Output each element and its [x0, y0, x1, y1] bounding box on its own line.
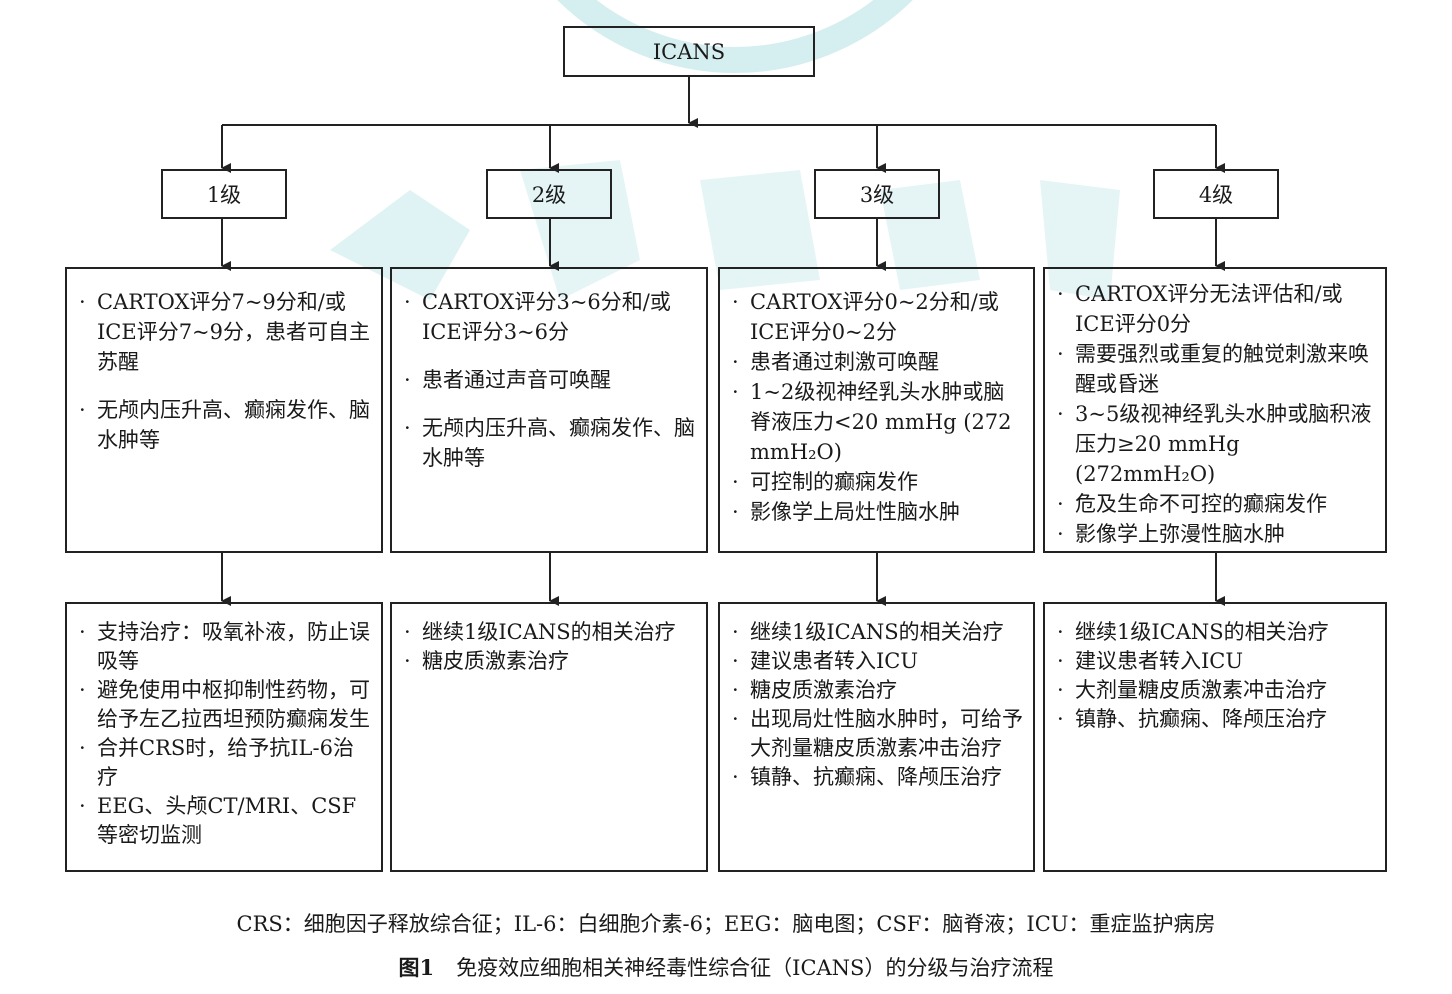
grade-label: 1级	[206, 183, 242, 207]
criteria-item: 患者通过声音可唤醒	[404, 365, 696, 395]
grade-label: 3级	[859, 183, 895, 207]
criteria-item: 1~2级视神经乳头水肿或脑脊液压力<20 mmHg (272 mmH₂O)	[732, 377, 1023, 467]
criteria-box-grade-2: CARTOX评分3~6分和/或ICE评分3~6分 患者通过声音可唤醒 无颅内压升…	[390, 267, 708, 553]
treatment-item: 避免使用中枢抑制性药物，可给予左乙拉西坦预防癫痫发生	[79, 676, 371, 734]
figure-number: 图1	[398, 955, 435, 980]
criteria-item: 3~5级视神经乳头水肿或脑积液压力≥20 mmHg (272mmH₂O)	[1057, 399, 1375, 489]
abbreviation-footnote: CRS：细胞因子释放综合征；IL-6：白细胞介素-6；EEG：脑电图；CSF：脑…	[236, 912, 1216, 936]
treatment-item: 大剂量糖皮质激素冲击治疗	[1057, 676, 1375, 705]
root-node-icans: ICANS	[563, 26, 815, 77]
treatment-box-grade-2: 继续1级ICANS的相关治疗 糖皮质激素治疗	[390, 602, 708, 872]
treatment-item: 镇静、抗癫痫、降颅压治疗	[732, 763, 1023, 792]
grade-node-4: 4级	[1153, 169, 1279, 219]
treatment-item: 建议患者转入ICU	[732, 647, 1023, 676]
criteria-item: 危及生命不可控的癫痫发作	[1057, 489, 1375, 519]
treatment-item: 继续1级ICANS的相关治疗	[732, 618, 1023, 647]
criteria-item: CARTOX评分3~6分和/或ICE评分3~6分	[404, 287, 696, 347]
criteria-item: 患者通过刺激可唤醒	[732, 347, 1023, 377]
figure-caption: 图1 免疫效应细胞相关神经毒性综合征（ICANS）的分级与治疗流程	[0, 952, 1452, 982]
grade-node-1: 1级	[161, 169, 287, 219]
criteria-item: CARTOX评分无法评估和/或ICE评分0分	[1057, 279, 1375, 339]
criteria-box-grade-3: CARTOX评分0~2分和/或ICE评分0~2分 患者通过刺激可唤醒 1~2级视…	[718, 267, 1035, 553]
grade-node-2: 2级	[486, 169, 612, 219]
criteria-item: 无颅内压升高、癫痫发作、脑水肿等	[79, 395, 371, 455]
criteria-item: CARTOX评分0~2分和/或ICE评分0~2分	[732, 287, 1023, 347]
treatment-item: 继续1级ICANS的相关治疗	[404, 618, 696, 647]
criteria-box-grade-4: CARTOX评分无法评估和/或ICE评分0分 需要强烈或重复的触觉刺激来唤醒或昏…	[1043, 267, 1387, 553]
treatment-item: 糖皮质激素治疗	[404, 647, 696, 676]
treatment-item: 糖皮质激素治疗	[732, 676, 1023, 705]
treatment-item: 继续1级ICANS的相关治疗	[1057, 618, 1375, 647]
figure-title: 免疫效应细胞相关神经毒性综合征（ICANS）的分级与治疗流程	[456, 956, 1054, 980]
grade-label: 4级	[1198, 183, 1234, 207]
criteria-item: 可控制的癫痫发作	[732, 467, 1023, 497]
criteria-item: 影像学上弥漫性脑水肿	[1057, 519, 1375, 549]
treatment-box-grade-1: 支持治疗：吸氧补液，防止误吸等 避免使用中枢抑制性药物，可给予左乙拉西坦预防癫痫…	[65, 602, 383, 872]
root-node-label: ICANS	[652, 39, 726, 64]
criteria-item: 影像学上局灶性脑水肿	[732, 497, 1023, 527]
grade-node-3: 3级	[814, 169, 940, 219]
criteria-box-grade-1: CARTOX评分7~9分和/或ICE评分7~9分，患者可自主苏醒 无颅内压升高、…	[65, 267, 383, 553]
treatment-box-grade-4: 继续1级ICANS的相关治疗 建议患者转入ICU 大剂量糖皮质激素冲击治疗 镇静…	[1043, 602, 1387, 872]
treatment-item: 合并CRS时，给予抗IL-6治疗	[79, 734, 371, 792]
criteria-item: 无颅内压升高、癫痫发作、脑水肿等	[404, 413, 696, 473]
criteria-item: CARTOX评分7~9分和/或ICE评分7~9分，患者可自主苏醒	[79, 287, 371, 377]
treatment-item: 镇静、抗癫痫、降颅压治疗	[1057, 705, 1375, 734]
criteria-item: 需要强烈或重复的触觉刺激来唤醒或昏迷	[1057, 339, 1375, 399]
treatment-item: EEG、头颅CT/MRI、CSF等密切监测	[79, 792, 371, 850]
treatment-item: 出现局灶性脑水肿时，可给予大剂量糖皮质激素冲击治疗	[732, 705, 1023, 763]
grade-label: 2级	[531, 183, 567, 207]
treatment-item: 建议患者转入ICU	[1057, 647, 1375, 676]
treatment-item: 支持治疗：吸氧补液，防止误吸等	[79, 618, 371, 676]
treatment-box-grade-3: 继续1级ICANS的相关治疗 建议患者转入ICU 糖皮质激素治疗 出现局灶性脑水…	[718, 602, 1035, 872]
